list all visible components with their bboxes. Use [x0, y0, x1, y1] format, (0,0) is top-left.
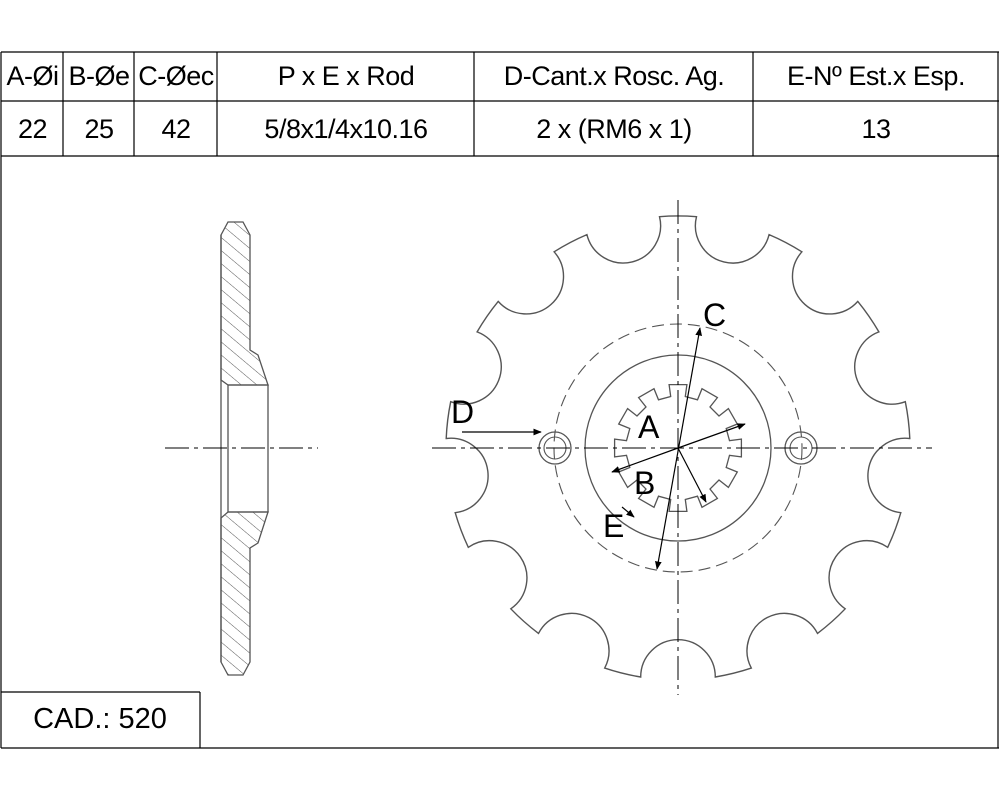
- cad-code: CAD.: 520: [33, 703, 167, 735]
- dimension-b-line-2: [677, 447, 707, 503]
- dimension-c-line: [655, 327, 702, 570]
- header-pitch-thickness-rod: P x E x Rod: [277, 60, 415, 91]
- value-a-inner-diameter: 22: [17, 113, 48, 144]
- header-c-ec-diameter: C-Øec: [138, 60, 214, 91]
- value-c-ec-diameter: 42: [161, 113, 191, 144]
- label-d: D: [451, 394, 474, 430]
- table-frame: [0, 51, 999, 749]
- label-c: C: [703, 297, 726, 333]
- dimension-e-leader: [621, 506, 635, 518]
- value-pitch-thickness-rod: 5/8x1/4x10.16: [264, 113, 428, 144]
- side-section-bore: [227, 384, 269, 513]
- value-b-outer-diameter: 25: [84, 113, 114, 144]
- label-e: E: [603, 508, 624, 544]
- side-section-view: [165, 221, 318, 676]
- value-e-splines-thickness: 13: [861, 113, 891, 144]
- header-b-outer-diameter: B-Øe: [68, 60, 130, 91]
- label-b: B: [634, 465, 655, 501]
- front-view: A B C D E: [432, 200, 932, 695]
- header-d-holes-thread: D-Cant.x Rosc. Ag.: [503, 60, 725, 91]
- side-section-hatch-bottom: [220, 511, 269, 676]
- header-a-inner-diameter: A-Øi: [6, 60, 60, 91]
- header-e-splines-thickness: E-Nº Est.x Esp.: [787, 60, 965, 91]
- dimension-a-line: [677, 423, 746, 449]
- label-a: A: [638, 409, 660, 445]
- side-section-hatch-top: [220, 221, 269, 386]
- sprocket-teeth-outline: [445, 215, 911, 678]
- value-d-holes-thread: 2 x (RM6 x 1): [536, 113, 692, 144]
